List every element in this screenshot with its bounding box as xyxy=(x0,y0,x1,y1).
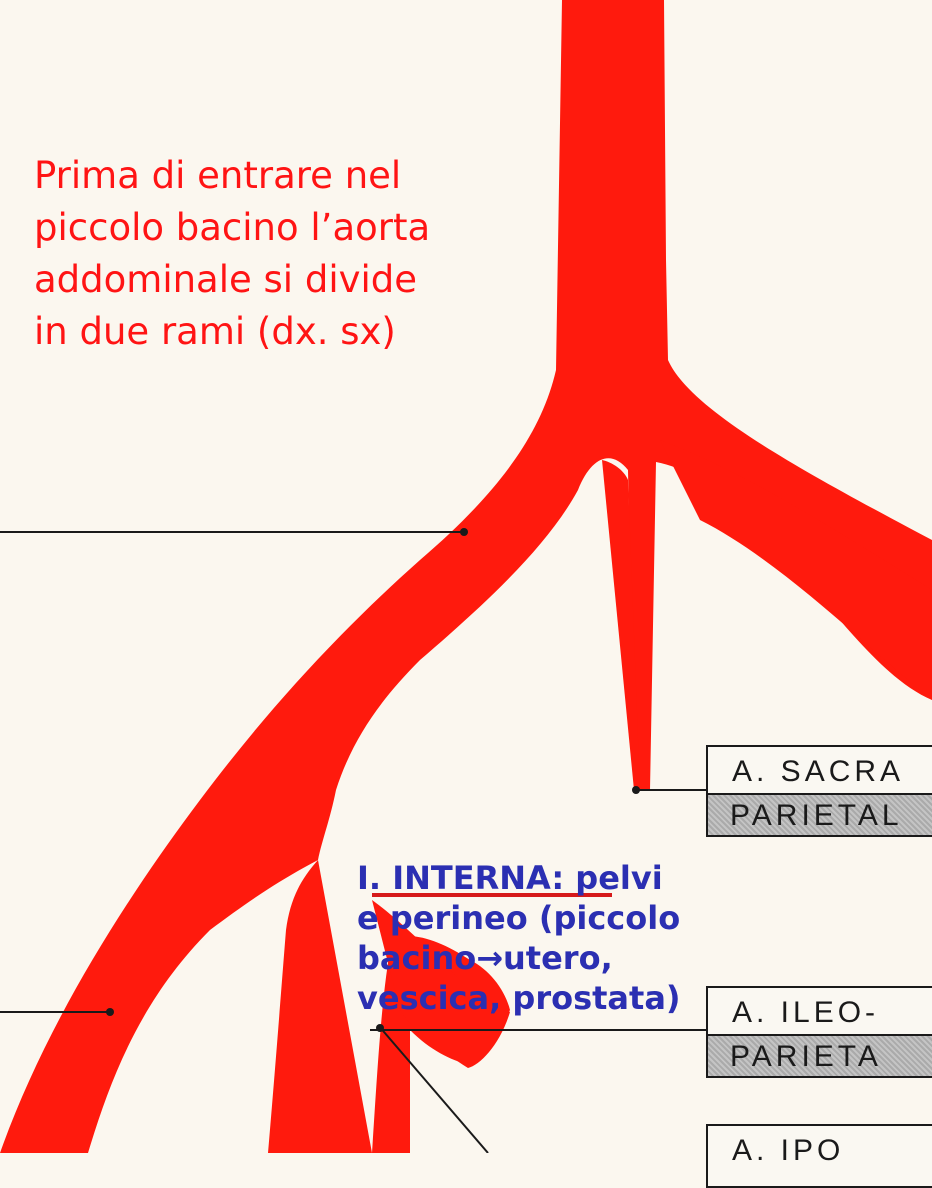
caption-line-2: piccolo bacino l’aorta xyxy=(34,206,431,249)
label-ileo-top: A. ILEO- xyxy=(732,996,880,1029)
caption-line-3: addominale si divide xyxy=(34,258,418,301)
label-third-top: A. IPO xyxy=(732,1134,845,1167)
leader-dot-external-iliac xyxy=(106,1008,114,1016)
label-sacra-bottom: PARIETAL xyxy=(708,793,932,835)
label-ileo-bottom: PARIETA xyxy=(708,1034,932,1076)
median-sacral-artery xyxy=(602,460,640,790)
left-common-iliac xyxy=(660,440,932,700)
caption-line-1: Prima di entrare nel xyxy=(34,154,402,197)
arrow-right-icon: → xyxy=(476,939,504,977)
label-sacra: A. SACRA PARIETAL xyxy=(706,745,932,837)
note-line-3-pre: bacino xyxy=(357,939,477,977)
abdominal-aorta xyxy=(0,0,932,1153)
note-line-3-post: utero, xyxy=(503,939,613,977)
internal-iliac-note: I. INTERNA: pelvi e perineo (piccolo bac… xyxy=(357,858,767,1018)
note-heading: I. INTERNA xyxy=(357,859,552,897)
leader-line-diagonal xyxy=(377,1024,489,1153)
internal-iliac-stub xyxy=(372,900,510,1068)
leader-dot-common-iliac xyxy=(460,528,468,536)
note-line-4: vescica, prostata) xyxy=(357,979,681,1017)
leader-dot-ileo xyxy=(376,1024,384,1032)
note-line-2: e perineo (piccolo xyxy=(357,899,681,937)
label-third: A. IPO xyxy=(706,1124,932,1188)
internal-iliac-artery xyxy=(268,860,510,1153)
label-ileo: A. ILEO- PARIETA xyxy=(706,986,932,1078)
caption-line-4: in due rami (dx. sx) xyxy=(34,310,396,353)
note-line-1: I. INTERNA: pelvi xyxy=(357,858,767,898)
note-line-3: bacino→utero, xyxy=(357,938,767,978)
note-line-1-rest: : pelvi xyxy=(551,859,663,897)
leader-dot-sacra xyxy=(632,786,640,794)
aorta-caption: Prima di entrare nel piccolo bacino l’ao… xyxy=(34,150,474,358)
artery-diagram xyxy=(0,0,932,1153)
label-sacra-top: A. SACRA xyxy=(732,755,905,788)
